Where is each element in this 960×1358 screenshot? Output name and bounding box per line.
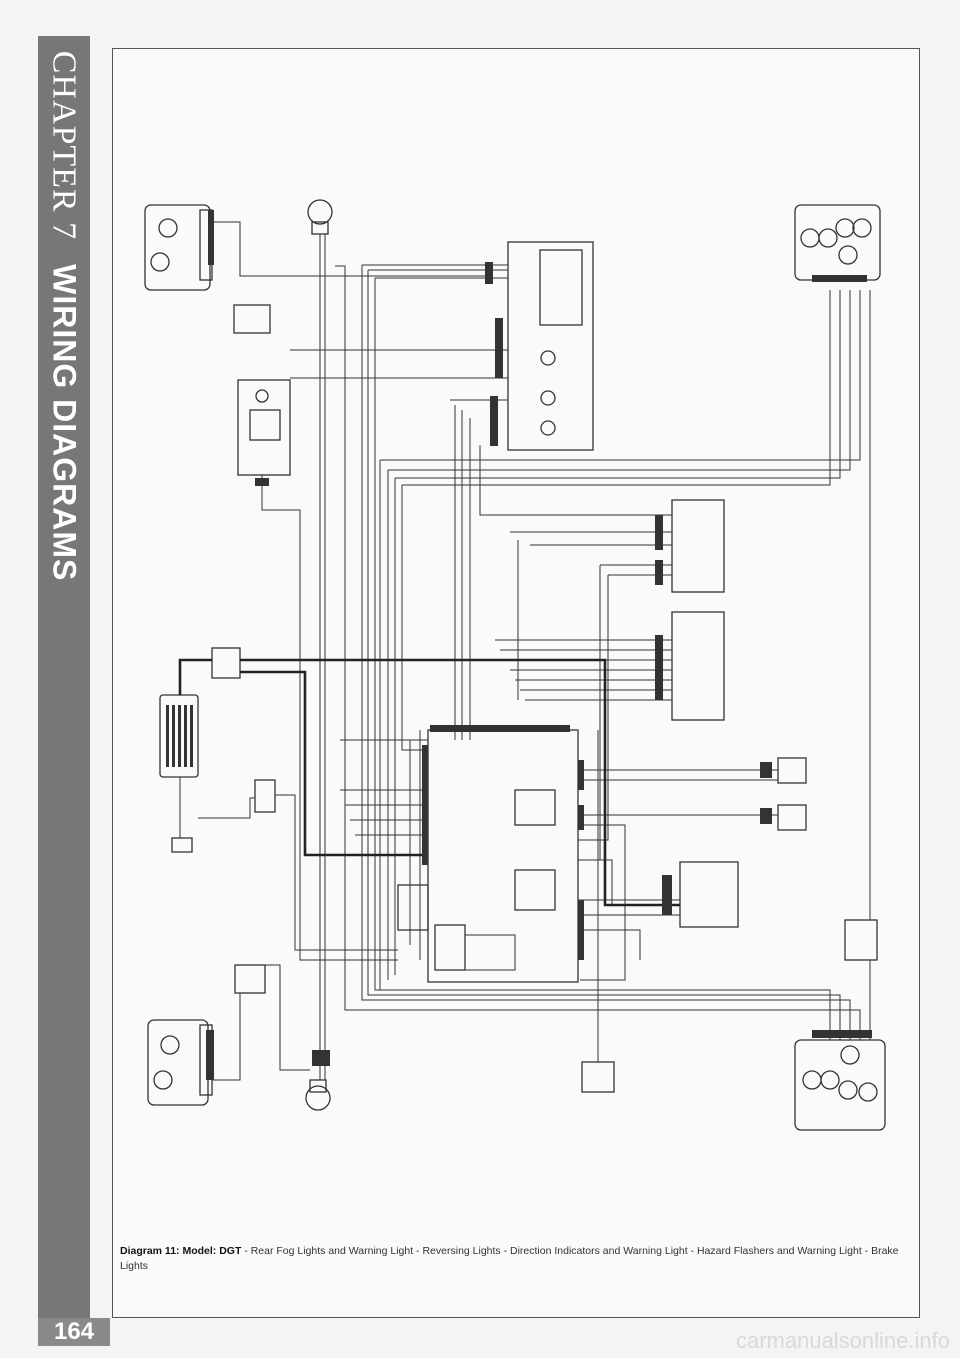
component-top-left-lamp xyxy=(144,204,213,291)
diagram-caption: Diagram 11: Model: DGT - Rear Fog Lights… xyxy=(120,1244,900,1274)
component-top-right-lamp xyxy=(794,204,881,281)
fuse-block xyxy=(166,705,193,767)
caption-text: - Rear Fog Lights and Warning Light - Re… xyxy=(120,1245,899,1272)
caption-label: Diagram 11: Model: DGT xyxy=(120,1245,242,1257)
diagram-frame xyxy=(112,48,920,1318)
heavy-feed-wires xyxy=(178,658,680,907)
chapter-side-tab xyxy=(38,36,90,1321)
component-lamps-round xyxy=(305,199,333,1111)
component-battery xyxy=(159,647,276,853)
component-small-connector xyxy=(233,304,878,1093)
wiring-harness xyxy=(179,221,871,1081)
component-bottom-left-lamp xyxy=(147,1019,213,1106)
watermark-text: carmanualsonline.info xyxy=(735,1328,950,1353)
component-switch-block xyxy=(507,241,594,451)
component-right-switches xyxy=(671,499,807,928)
page-number: 164 xyxy=(38,1318,110,1346)
component-relay-left xyxy=(237,379,291,476)
connector-pins xyxy=(206,210,872,1080)
component-bottom-right-lamp xyxy=(794,1039,886,1131)
